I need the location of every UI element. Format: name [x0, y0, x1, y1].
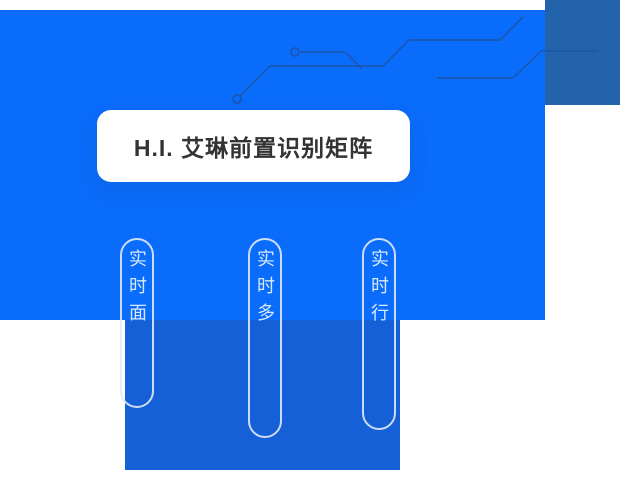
page-title: H.I. 艾琳前置识别矩阵: [133, 135, 374, 161]
lower-panel: [125, 320, 400, 470]
feature-pill-realtime-behavior: 实时行: [362, 238, 396, 430]
corner-accent-rect: [545, 0, 620, 105]
feature-pill-label: 实时行: [369, 249, 389, 330]
feature-pill-realtime-face: 实时面: [120, 238, 154, 408]
feature-pill-label: 实时面: [127, 249, 147, 330]
title-card: H.I. 艾琳前置识别矩阵: [97, 110, 410, 182]
feature-pill-realtime-multi: 实时多: [248, 238, 282, 438]
feature-pill-label: 实时多: [255, 249, 275, 330]
